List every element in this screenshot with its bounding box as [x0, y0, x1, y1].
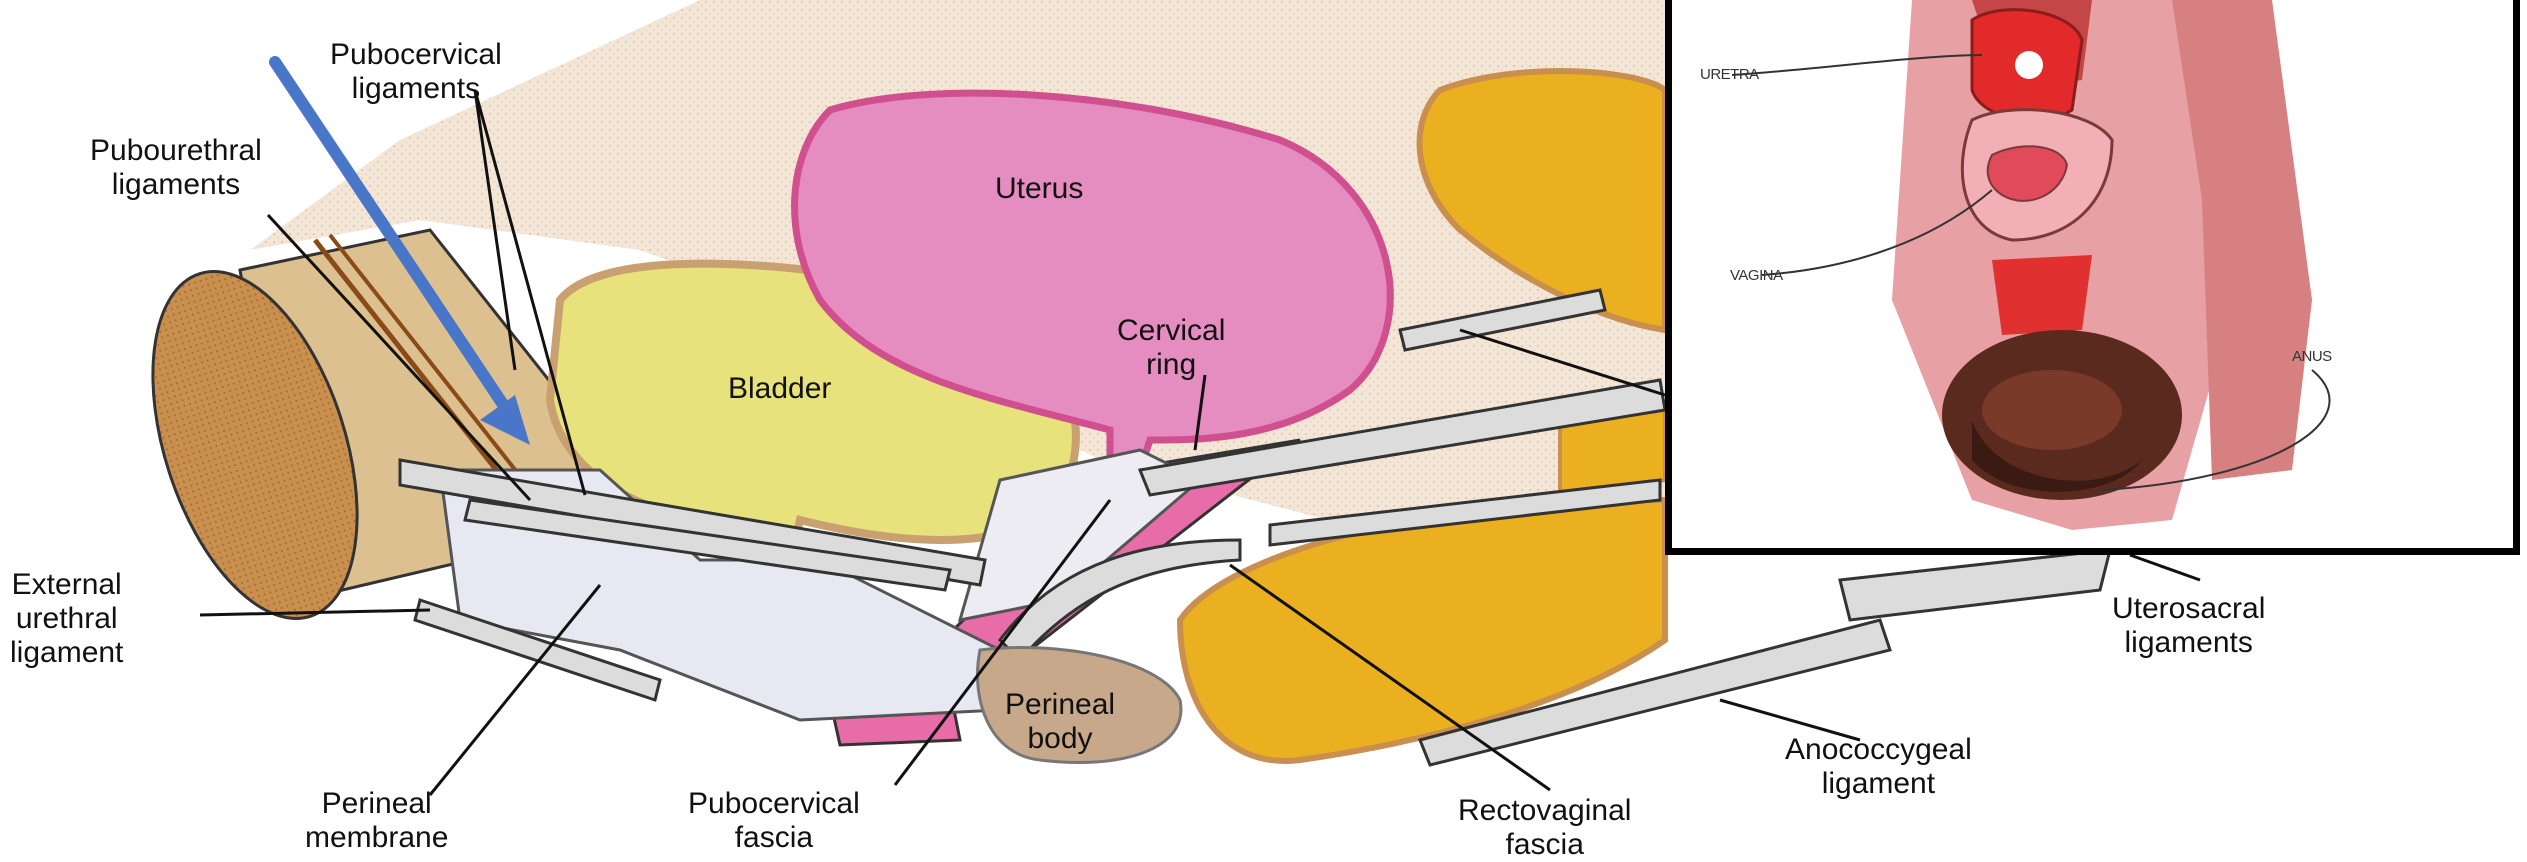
label-bladder: Bladder: [728, 372, 831, 406]
label-uterus: Uterus: [995, 172, 1083, 206]
inset-label-anus: ANUS: [2292, 348, 2332, 365]
inset-panel: URETRA VAGINA ANUS: [1665, 0, 2520, 555]
inset-illustration: [1672, 0, 2513, 548]
inset-label-uretra: URETRA: [1700, 66, 1759, 83]
inset-label-vagina: VAGINA: [1730, 267, 1783, 284]
